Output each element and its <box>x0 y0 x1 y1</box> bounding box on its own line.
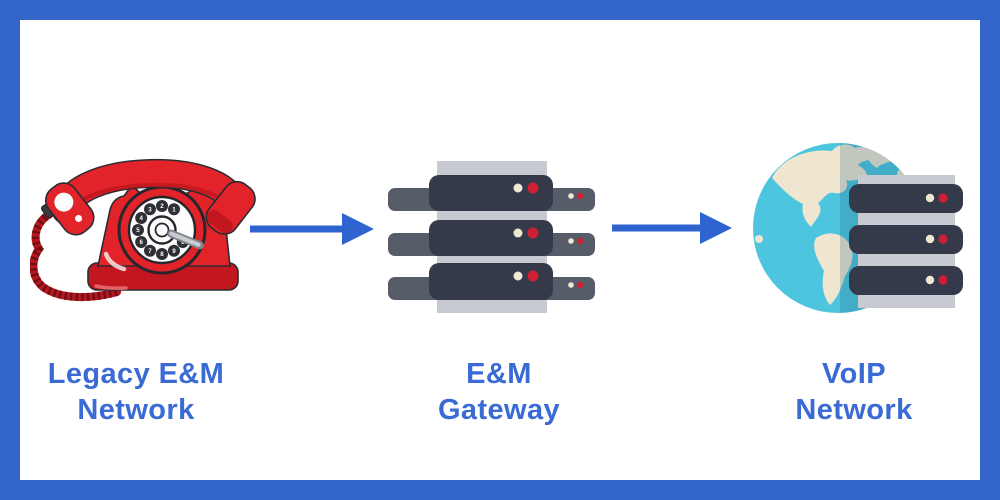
arrow-right-icon <box>250 213 374 245</box>
label-line: Network <box>77 394 195 426</box>
label-line: VoIP <box>822 358 886 390</box>
svg-text:1: 1 <box>172 206 176 213</box>
server-units <box>849 184 963 295</box>
base-shine <box>94 284 128 290</box>
globe-server-icon <box>753 143 963 313</box>
svg-text:3: 3 <box>148 206 152 213</box>
svg-text:4: 4 <box>139 215 143 222</box>
node-label-voip-network: VoIP Network <box>734 356 974 428</box>
svg-text:2: 2 <box>160 203 164 210</box>
svg-text:9: 9 <box>172 248 176 255</box>
svg-text:7: 7 <box>148 248 152 255</box>
handset-earpiece-right <box>205 180 256 235</box>
node-label-em-gateway: E&M Gateway <box>379 356 619 428</box>
node-label-legacy-em-network: Legacy E&M Network <box>20 356 252 428</box>
body-shine <box>103 251 127 272</box>
handset-earpiece-left <box>45 182 95 236</box>
svg-text:5: 5 <box>136 227 140 234</box>
label-line: E&M <box>466 358 532 390</box>
arrow-head <box>342 213 374 245</box>
label-line: Gateway <box>437 394 561 426</box>
server-rack-icon <box>388 161 595 313</box>
svg-text:6: 6 <box>139 239 143 246</box>
arrow-head <box>700 212 732 244</box>
label-line: Network <box>795 394 913 426</box>
finger-stop-highlight <box>169 231 201 247</box>
arrow-right-icon <box>612 212 732 244</box>
phone-cord-texture <box>30 210 119 302</box>
rotary-phone-icon: 1 2 3 4 5 6 7 8 9 0 <box>30 159 256 302</box>
rack-front-units <box>429 175 553 300</box>
label-line: Legacy E&M <box>47 358 225 390</box>
svg-text:8: 8 <box>160 251 164 258</box>
dial-hub-center <box>154 222 170 238</box>
